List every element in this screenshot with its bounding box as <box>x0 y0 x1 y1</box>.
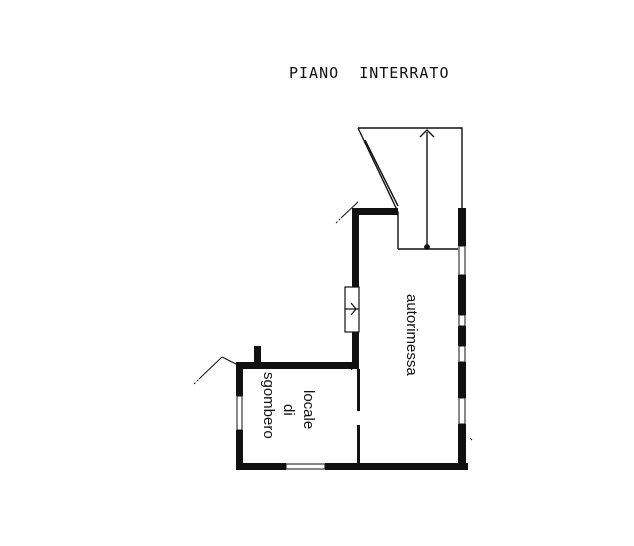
floor-title: PIANO INTERRATO <box>289 64 450 82</box>
windows <box>236 245 466 470</box>
vent-opening <box>344 286 360 333</box>
ramp-arrow-icon <box>419 129 435 250</box>
ramp <box>357 127 463 250</box>
storage-label-line-3: sgombero <box>260 372 277 439</box>
walls <box>236 208 468 470</box>
cut-marks <box>193 201 473 441</box>
garage-label: autorimessa <box>403 294 420 376</box>
storage-label-line-2: di <box>280 404 297 416</box>
storage-label-line-1: locale <box>300 390 317 429</box>
